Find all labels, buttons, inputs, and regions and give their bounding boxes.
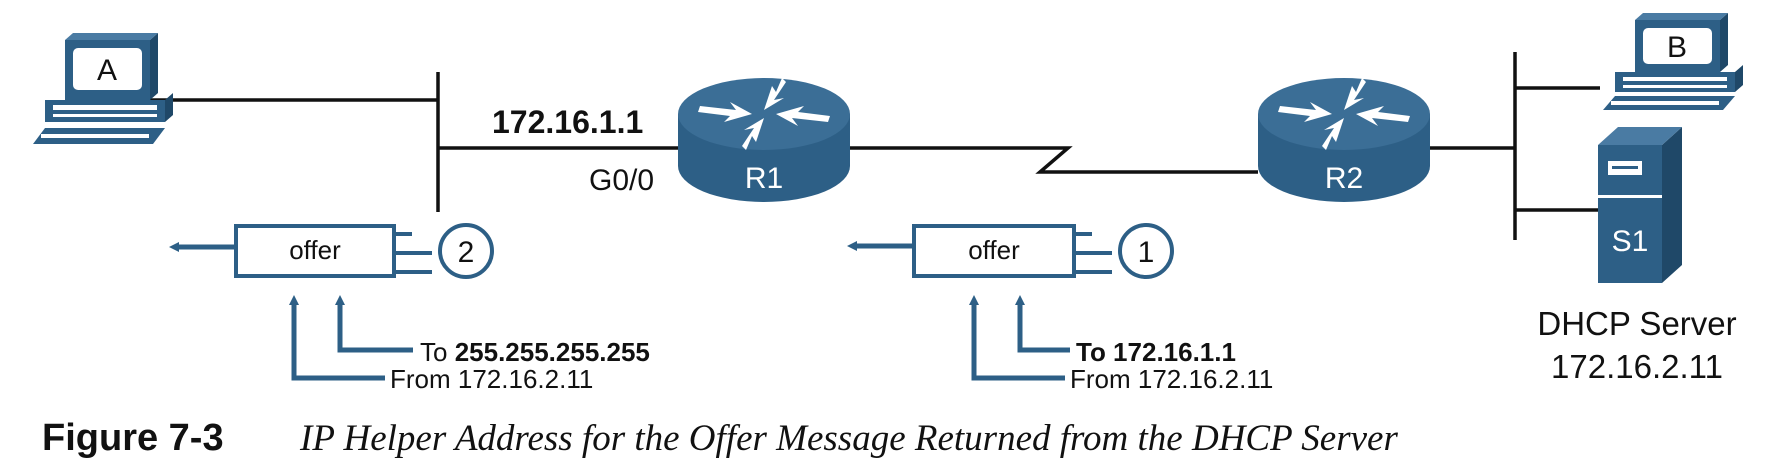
- pc-a: A: [33, 33, 173, 144]
- figure-caption: Figure 7-3 IP Helper Address for the Off…: [42, 417, 1398, 459]
- serial-link-r1-r2: [850, 146, 1258, 174]
- pc-a-label: A: [97, 54, 117, 87]
- packet-tail-lines: [394, 232, 432, 274]
- server-ip-label: 172.16.2.11: [1551, 348, 1723, 385]
- figure-title: IP Helper Address for the Offer Message …: [299, 418, 1398, 459]
- server-icon: [1598, 127, 1682, 283]
- pc-b: B: [1603, 13, 1743, 110]
- to-address-value: To 172.16.1.1: [1076, 337, 1236, 367]
- step-number-circle: [1118, 223, 1174, 279]
- pc-b-label: B: [1667, 31, 1687, 64]
- to-arrow: [335, 295, 413, 353]
- offer-message-2: offer 2 To 255.255.255.255 From 172.16.2…: [169, 223, 650, 394]
- router-r2: R2: [1258, 78, 1430, 202]
- from-address-label: From 172.16.2.11: [1070, 364, 1273, 394]
- packet-label: offer: [289, 235, 341, 265]
- r1-interface-name: G0/0: [589, 164, 654, 197]
- figure-number: Figure 7-3: [42, 417, 224, 459]
- from-arrow: [969, 295, 1065, 381]
- packet-box: [912, 224, 1076, 278]
- router-icon: [678, 78, 850, 202]
- packet-box: [234, 224, 396, 278]
- to-arrow: [1015, 295, 1070, 353]
- to-address-value: 255.255.255.255: [455, 337, 650, 367]
- network-links: [150, 52, 1600, 240]
- router-icon: [1258, 78, 1430, 202]
- from-address-label: From 172.16.2.11: [390, 364, 593, 394]
- server-s1-label: S1: [1612, 225, 1649, 258]
- packet-label: offer: [968, 235, 1020, 265]
- desktop-computer-icon: [1603, 13, 1743, 110]
- router-r1: R1: [678, 78, 850, 202]
- desktop-computer-icon: [33, 33, 173, 144]
- r1-interface-ip: 172.16.1.1: [492, 104, 643, 140]
- to-address-label: To 172.16.1.1: [1076, 337, 1236, 367]
- step-number-circle: [438, 223, 494, 279]
- to-address-label: To 255.255.255.255: [420, 337, 650, 367]
- router-r1-label: R1: [745, 162, 783, 195]
- router-r2-label: R2: [1325, 162, 1363, 195]
- server-s1: S1: [1598, 127, 1682, 283]
- server-role-label: DHCP Server: [1537, 305, 1736, 342]
- to-prefix: To: [420, 337, 455, 367]
- step-number: 1: [1138, 236, 1155, 269]
- offer-message-1: offer 1 To 172.16.1.1 From 172.16.2.11: [847, 223, 1273, 394]
- packet-tail-lines: [1074, 232, 1112, 274]
- step-number: 2: [458, 236, 475, 269]
- from-arrow: [289, 295, 385, 381]
